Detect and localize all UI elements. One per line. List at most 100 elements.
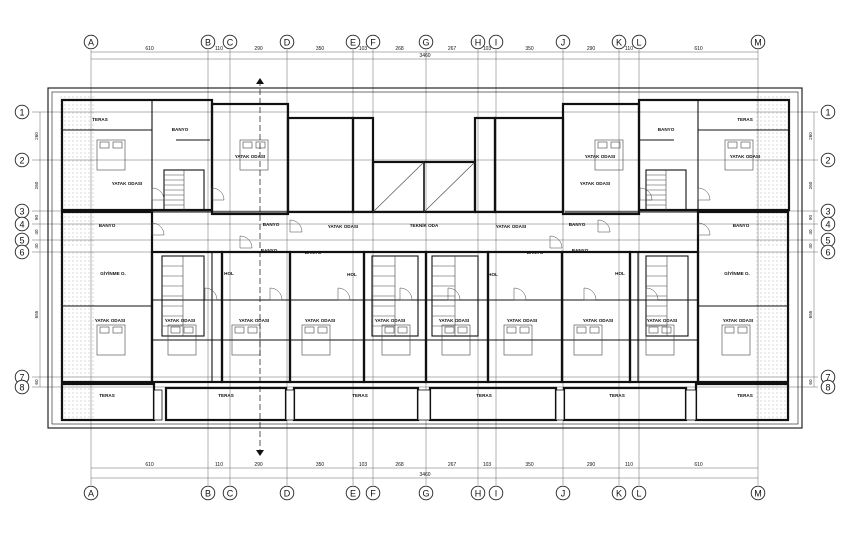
wall-block-15 [486, 250, 564, 384]
grid-bubble-bottom-J-circle [555, 485, 571, 501]
grid-bubble-top-K: K [616, 37, 622, 47]
pillow [597, 141, 608, 149]
pillow [247, 326, 258, 334]
dimension-left-value: 655 [34, 310, 39, 318]
door-swing-4 [289, 219, 303, 233]
grid-bubble-right-7: 7 [825, 372, 830, 382]
grid-bubble-bottom-G-circle [418, 485, 434, 501]
room-label-banyo: BANYO [172, 127, 189, 132]
door-swing-6 [549, 235, 563, 249]
dimension-top-value: 110 [215, 46, 223, 52]
grid-bubble-top-L-circle [631, 34, 647, 50]
grid-bubble-bottom-I: I [495, 488, 498, 498]
grid-bubble-top-J-circle [555, 34, 571, 50]
room-label-teknik-oda: TEKNİK ODA [410, 222, 439, 228]
grid-bubble-right-8-circle [820, 379, 836, 395]
room-label-teras: TERAS [218, 393, 234, 398]
bed-13 [645, 324, 675, 356]
pillow [648, 326, 659, 334]
grid-bubble-top-D-circle [279, 34, 295, 50]
room-label-banyo: BANYO [527, 250, 544, 255]
dimension-bottom-value: 350 [316, 462, 325, 468]
room-label-teras: TERAS [476, 393, 492, 398]
dimension-top-value: 290 [254, 46, 263, 52]
grid-bubble-bottom-D-circle [279, 485, 295, 501]
grid-bubble-bottom-A-circle [83, 485, 99, 501]
room-label-giyinme: GİYİNME O. [724, 270, 750, 276]
grid-bubble-top-A: A [88, 37, 94, 47]
wall-block-4 [351, 116, 375, 214]
grid-bubble-left-7: 7 [19, 372, 24, 382]
grid-bubble-top-A-circle [83, 34, 99, 50]
room-label-teras: TERAS [352, 393, 368, 398]
bed-11 [503, 324, 533, 356]
pillow [724, 326, 735, 334]
grid-bubble-bottom-D: D [284, 488, 291, 498]
door-swing-9 [639, 187, 653, 201]
room-label-yatak-odasi: YATAK ODASI [583, 318, 614, 323]
dimension-bottom-value: 610 [694, 462, 703, 468]
door-swing-3 [151, 222, 165, 236]
door-swing-1 [151, 187, 165, 201]
pillow [112, 141, 123, 149]
door-swing-18 [645, 287, 659, 301]
dimension-top-value: 267 [448, 46, 457, 52]
grid-bubble-bottom-K: K [616, 488, 622, 498]
bed-9 [381, 324, 411, 356]
door-swing-13 [337, 287, 351, 301]
grid-bubble-top-B-circle [200, 34, 216, 50]
pillow [234, 326, 245, 334]
grid-bubble-left-2-circle [14, 152, 30, 168]
wall-block-6 [493, 116, 565, 214]
section-arrow-top [256, 78, 264, 84]
grid-bubble-right-1: 1 [825, 107, 830, 117]
pillow [727, 141, 738, 149]
grid-bubble-right-8: 8 [825, 382, 830, 392]
grid-bubble-left-1-circle [14, 104, 30, 120]
room-label-banyo: BANYO [263, 222, 280, 227]
balcony-rail-2 [285, 389, 295, 421]
pillow [740, 141, 751, 149]
pillow [304, 326, 315, 334]
grid-bubble-bottom-J: J [561, 488, 566, 498]
grid-bubble-bottom-K-circle [611, 485, 627, 501]
dimension-bottom-total: 3460 [419, 472, 430, 478]
dimension-top-value: 610 [145, 46, 154, 52]
dimension-left-value: 40 [34, 243, 39, 249]
grid-bubble-bottom-B-circle [200, 485, 216, 501]
dimension-bottom-value: 268 [395, 462, 404, 468]
grid-bubble-bottom-L: L [636, 488, 641, 498]
dimension-top-value: 610 [694, 46, 703, 52]
wall-block-23 [562, 386, 688, 422]
bed-4 [724, 139, 754, 171]
balcony-rail-4 [555, 389, 565, 421]
grid-bubble-top-K-circle [611, 34, 627, 50]
grid-bubble-top-E: E [350, 37, 356, 47]
door-swing-12 [269, 287, 283, 301]
pillow [183, 326, 194, 334]
wall-block-3 [286, 116, 355, 214]
room-label-yatak-odasi: YATAK ODASI [507, 318, 538, 323]
dimension-right-value: 90 [808, 215, 813, 221]
room-label-yatak-odasi: YATAK ODASI [112, 181, 143, 186]
grid-bubble-right-2: 2 [825, 155, 830, 165]
room-label-yatak-odasi: YATAK ODASI [439, 318, 470, 323]
pillow [99, 326, 110, 334]
pillow [384, 326, 395, 334]
room-label-yatak-odasi: YATAK ODASI [585, 154, 616, 159]
dimension-left-value: 260 [34, 132, 39, 140]
building-perimeter-inner [51, 91, 799, 425]
grid-bubble-top-M: M [754, 37, 762, 47]
grid-bubble-left-6-circle [14, 244, 30, 260]
door-swing-15 [447, 287, 461, 301]
grid-bubble-left-5: 5 [19, 235, 24, 245]
room-label-yatak-odasi: YATAK ODASI [235, 154, 266, 159]
shaft-cross-1 [372, 161, 425, 213]
room-label-banyo: BANYO [569, 222, 586, 227]
grid-bubble-top-G: G [422, 37, 429, 47]
grid-bubble-top-C: C [227, 37, 234, 47]
room-label-yatak-odasi: YATAK ODASI [580, 181, 611, 186]
room-label-yatak-odasi: YATAK ODASI [375, 318, 406, 323]
room-label-hol: HOL [615, 271, 625, 276]
